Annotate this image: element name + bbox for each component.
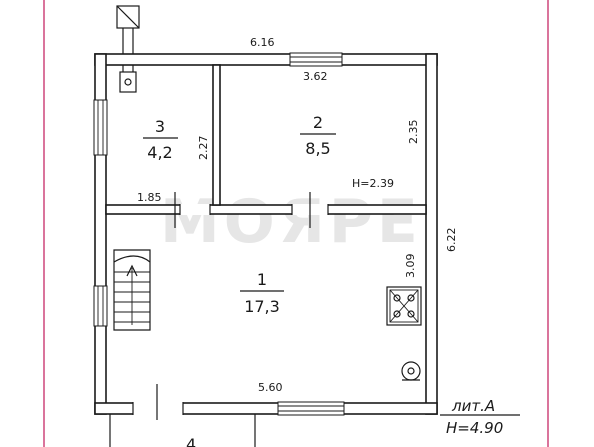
room-3-label: 3 4,2 (143, 117, 178, 162)
svg-text:4,2: 4,2 (147, 143, 172, 162)
outer-walls (94, 53, 438, 415)
windows (93, 52, 345, 416)
ceiling-height: H=2.39 (352, 177, 394, 190)
dim-room2-width: 3.62 (303, 70, 328, 83)
svg-text:3: 3 (155, 117, 165, 136)
dim-room2-height: 2.35 (407, 120, 420, 145)
dim-top-width: 6.16 (250, 36, 275, 49)
stove-icon (386, 286, 422, 326)
chimney (116, 5, 140, 93)
partitions (105, 64, 427, 215)
building-info: лит.А H=4.90 (440, 397, 520, 437)
svg-text:17,3: 17,3 (244, 297, 280, 316)
room-1-label: 1 17,3 (240, 270, 284, 316)
building-height: H=4.90 (446, 419, 503, 437)
room-2-label: 2 8,5 (300, 113, 336, 158)
dim-corridor-width: 1.85 (137, 191, 162, 204)
porch: 4 (109, 414, 256, 447)
watermark: МОЯРЕ (160, 187, 422, 257)
dim-right-height: 6.22 (445, 228, 458, 253)
dim-room1-height: 3.09 (404, 254, 417, 279)
staircase (113, 249, 151, 331)
building-letter: лит.А (451, 397, 495, 415)
dim-bottom-width: 5.60 (258, 381, 283, 394)
dim-room3-height: 2.27 (197, 136, 210, 161)
svg-text:8,5: 8,5 (305, 139, 330, 158)
doors (132, 192, 329, 420)
svg-text:1: 1 (257, 270, 267, 289)
boiler-icon (401, 361, 421, 381)
room-4-label: 4 (186, 435, 196, 447)
svg-text:2: 2 (313, 113, 323, 132)
